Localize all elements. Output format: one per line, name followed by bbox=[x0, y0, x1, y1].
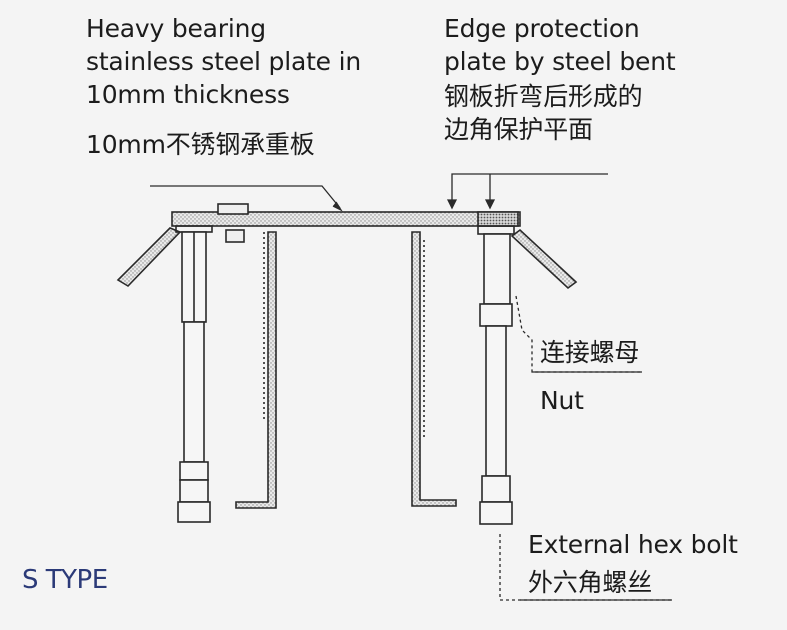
edge-plate-cn-line-2: 边角保护平面 bbox=[444, 115, 593, 144]
edge-protection-plate bbox=[477, 211, 519, 227]
nut-label-en: Nut bbox=[540, 386, 584, 415]
edge-plate-label-en: Edge protection plate by steel bent bbox=[444, 12, 676, 78]
nut-leader bbox=[515, 295, 642, 373]
heavy-plate-line-3: 10mm thickness bbox=[86, 80, 290, 109]
bolt-label-cn: 外六角螺丝 bbox=[528, 568, 653, 597]
heavy-plate-line-2: stainless steel plate in bbox=[86, 47, 361, 76]
type-title: S TYPE bbox=[22, 565, 108, 595]
heavy-plate-label-en: Heavy bearing stainless steel plate in 1… bbox=[86, 12, 361, 111]
heavy-bearing-plate bbox=[171, 211, 521, 227]
edge-plate-leader bbox=[451, 173, 608, 206]
nut-label-cn: 连接螺母 bbox=[540, 338, 640, 367]
edge-plate-cn-line-1: 钢板折弯后形成的 bbox=[444, 82, 643, 111]
edge-plate-line-1: Edge protection bbox=[444, 14, 640, 43]
heavy-plate-line-1: Heavy bearing bbox=[86, 14, 266, 43]
left-s-channel bbox=[235, 231, 277, 509]
heavy-plate-leader bbox=[150, 185, 341, 209]
left-top-bolt-head bbox=[217, 203, 249, 215]
left-bolt bbox=[177, 231, 211, 523]
left-angle-flange bbox=[116, 227, 182, 288]
right-bolt bbox=[479, 233, 513, 525]
edge-plate-label-cn: 钢板折弯后形成的 边角保护平面 bbox=[444, 80, 643, 146]
heavy-plate-label-cn: 10mm不锈钢承重板 bbox=[86, 130, 315, 159]
bolt-label-en: External hex bolt bbox=[528, 530, 738, 559]
right-s-channel bbox=[411, 231, 457, 507]
right-angle-flange bbox=[510, 228, 578, 290]
edge-plate-line-2: plate by steel bent bbox=[444, 47, 676, 76]
